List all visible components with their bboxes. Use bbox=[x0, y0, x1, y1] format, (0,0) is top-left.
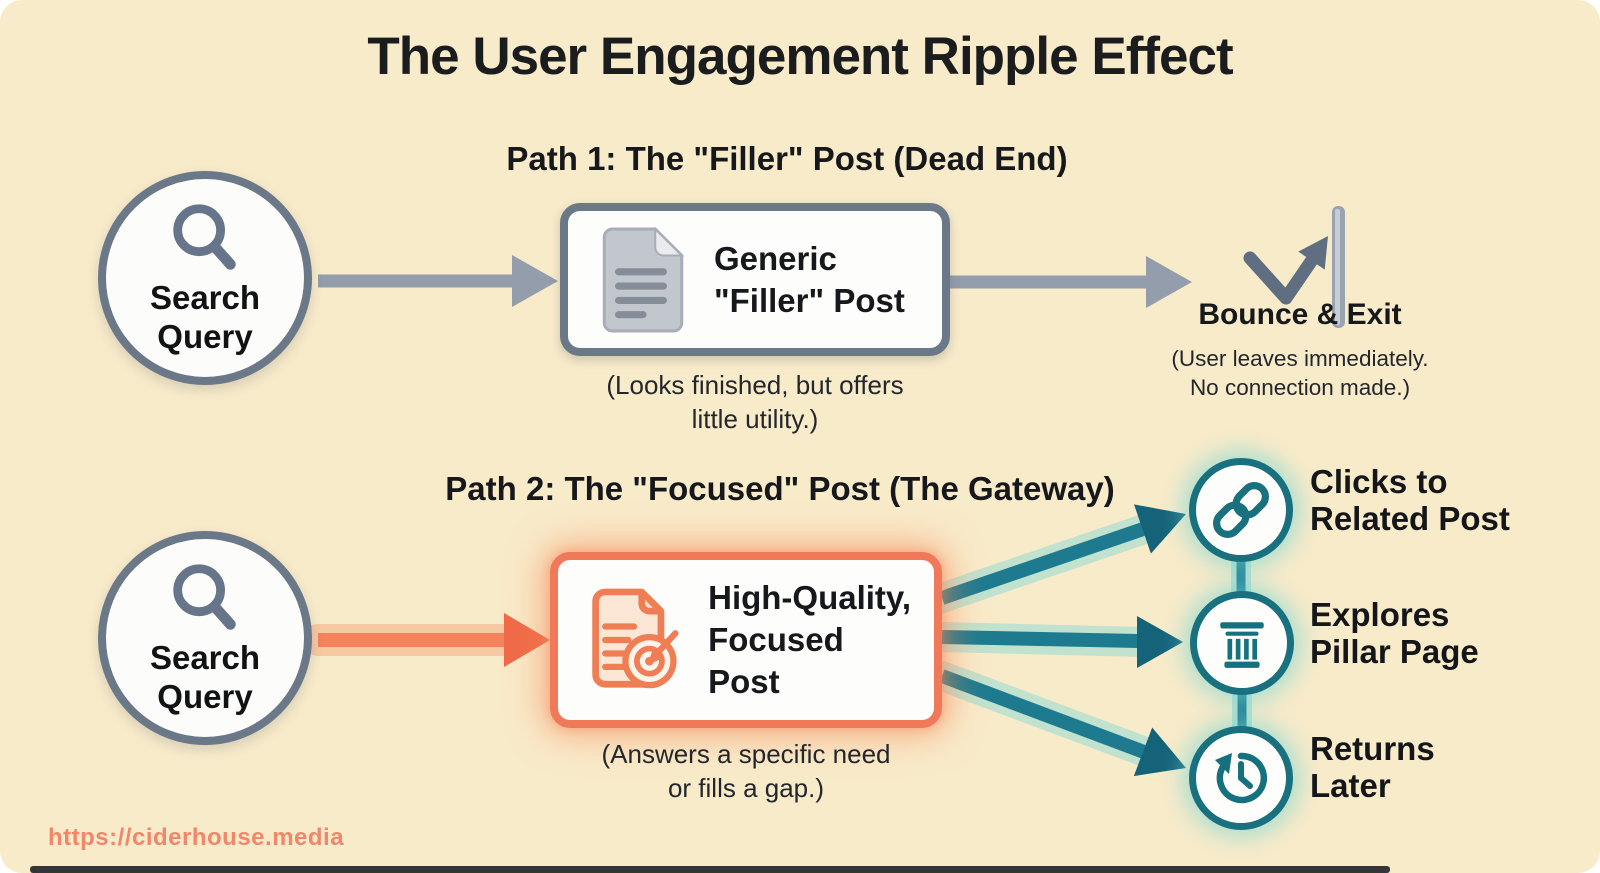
path2-search-query-node: Search Query bbox=[98, 531, 312, 745]
bounce-exit-label: Bounce & Exit bbox=[1198, 298, 1402, 331]
generic-document-icon bbox=[602, 226, 685, 332]
outcome-returns-later-node bbox=[1189, 726, 1293, 830]
path1-heading: Path 1: The "Filler" Post (Dead End) bbox=[506, 140, 1068, 177]
page-title: The User Engagement Ripple Effect bbox=[367, 27, 1233, 86]
node-label: Search Query bbox=[149, 279, 261, 355]
path2-post-caption: (Answers a specific need or fills a gap.… bbox=[601, 739, 891, 803]
post-box-title: High-Quality, Focused Post bbox=[708, 579, 911, 700]
link-icon bbox=[1213, 482, 1269, 538]
path1-arrow-source-to-post bbox=[318, 255, 558, 307]
generic-filler-post-box: Generic "Filler" Post bbox=[560, 203, 950, 356]
path2-arrow-source-to-post bbox=[302, 613, 550, 667]
outcome-related-post-node bbox=[1189, 458, 1293, 562]
bottom-edge-bar bbox=[30, 866, 1390, 873]
search-magnifier-icon bbox=[173, 204, 236, 270]
path1-search-query-node: Search Query bbox=[98, 171, 312, 385]
bounce-exit-caption: (User leaves immediately. No connection … bbox=[1171, 346, 1429, 400]
high-quality-focused-post-box: High-Quality, Focused Post bbox=[550, 552, 942, 728]
outcome-related-post-label: Clicks to Related Post bbox=[1310, 463, 1510, 537]
outcome-pillar-page-label: Explores Pillar Page bbox=[1310, 596, 1479, 670]
pillar-icon bbox=[1220, 622, 1264, 668]
outcome-returns-later-label: Returns Later bbox=[1310, 730, 1435, 804]
path2-arrow-to-pillar-page bbox=[927, 616, 1183, 668]
path2-arrow-to-related-post bbox=[927, 504, 1186, 613]
post-box-title: Generic "Filler" Post bbox=[714, 239, 905, 319]
path1-post-caption: (Looks finished, but offers little utili… bbox=[606, 370, 904, 434]
path1-arrow-post-to-exit bbox=[946, 256, 1192, 308]
path2-arrow-to-returns-later bbox=[927, 661, 1186, 777]
outcome-pillar-page-node bbox=[1190, 591, 1294, 695]
target-document-icon bbox=[592, 588, 679, 689]
path2-heading: Path 2: The "Focused" Post (The Gateway) bbox=[445, 470, 1115, 507]
search-magnifier-icon bbox=[173, 564, 236, 630]
source-url-watermark: https://ciderhouse.media bbox=[48, 824, 345, 851]
node-label: Search Query bbox=[149, 639, 261, 715]
bounce-exit-icon bbox=[1243, 206, 1345, 328]
return-clock-icon bbox=[1215, 752, 1268, 804]
